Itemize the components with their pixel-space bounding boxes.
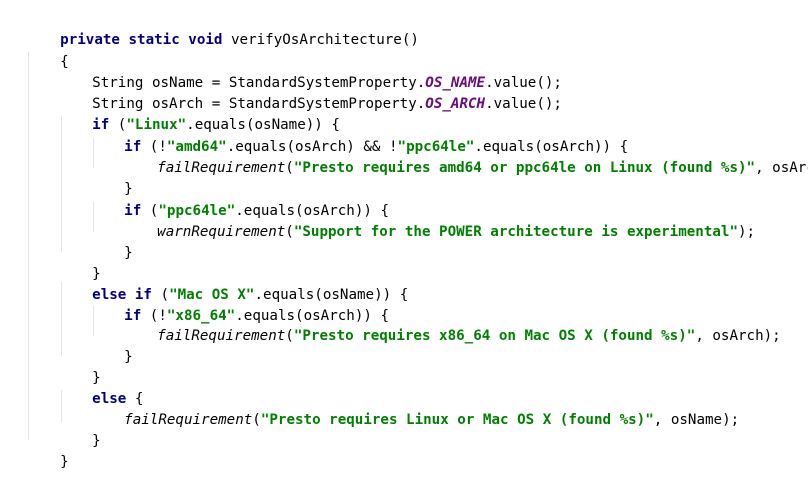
code-token: .equals(osArch)) {	[235, 308, 389, 324]
keyword-token: private static void	[60, 32, 223, 48]
string-token: "Presto requires x86_64 on Mac OS X (fou…	[293, 328, 696, 344]
method-call-token: failRequirement	[157, 328, 286, 344]
string-token: "ppc64le"	[397, 139, 475, 155]
brace-token: {	[60, 54, 69, 70]
constant-token: OS_NAME	[425, 75, 486, 91]
code-line-else[interactable]: else {	[58, 368, 143, 407]
string-token: "Presto requires Linux or Mac OS X (foun…	[260, 412, 654, 428]
code-token: .value();	[485, 75, 562, 91]
brace-token: }	[92, 370, 101, 386]
brace-token: }	[60, 454, 69, 470]
code-token: (!	[141, 308, 167, 324]
string-token: "Mac OS X"	[169, 287, 255, 303]
code-line-warn-power[interactable]: warnRequirement("Support for the POWER a…	[123, 201, 755, 240]
code-token: (	[151, 287, 170, 303]
brace-token: }	[124, 181, 133, 197]
brace-token: }	[124, 245, 133, 261]
code-line-close-brace[interactable]: }	[90, 326, 133, 365]
method-name-token: verifyOsArchitecture()	[222, 32, 419, 48]
keyword-token: if	[124, 308, 142, 324]
string-token: "x86_64"	[166, 308, 236, 324]
code-line-if-ppc64le[interactable]: if ("ppc64le".equals(osArch)) {	[90, 180, 389, 219]
method-call-token: failRequirement	[157, 160, 286, 176]
code-line-osname-decl[interactable]: String osName = StandardSystemProperty.O…	[58, 52, 562, 91]
code-token: (!	[141, 139, 167, 155]
code-token: .equals(osArch)) {	[474, 139, 629, 155]
code-token: (	[109, 117, 127, 133]
code-token: String osName = StandardSystemProperty.	[92, 75, 426, 91]
code-token: .equals(osName)) {	[186, 117, 340, 133]
code-line-close-brace[interactable]: }	[90, 222, 133, 261]
code-editor[interactable]: private static void verifyOsArchitecture…	[0, 0, 808, 470]
keyword-token: if	[124, 139, 142, 155]
code-line-method-signature[interactable]: private static void verifyOsArchitecture…	[26, 9, 419, 48]
code-line-if-linux[interactable]: if ("Linux".equals(osName)) {	[58, 94, 340, 133]
indent-guide	[61, 116, 62, 252]
string-token: "ppc64le"	[158, 203, 236, 219]
indent-guide	[61, 282, 62, 356]
method-call-token: warnRequirement	[157, 224, 286, 240]
code-line-else-if-mac[interactable]: else if ("Mac OS X".equals(osName)) {	[58, 264, 408, 303]
indent-guide	[61, 390, 62, 422]
constant-token: OS_ARCH	[425, 96, 486, 112]
string-token: "amd64"	[166, 139, 227, 155]
indent-guide	[93, 138, 94, 168]
brace-token: }	[92, 433, 101, 449]
code-token: (	[252, 412, 261, 428]
code-token: (	[285, 224, 294, 240]
code-token: .equals(osArch)) {	[235, 203, 389, 219]
code-token: {	[126, 391, 144, 407]
brace-token: }	[92, 266, 101, 282]
code-token: (	[285, 160, 294, 176]
code-line-open-brace[interactable]: {	[26, 31, 69, 70]
brace-token: }	[124, 349, 133, 365]
indent-guide	[93, 202, 94, 232]
code-line-if-x86[interactable]: if (!"x86_64".equals(osArch)) {	[90, 285, 389, 324]
indent-guide	[28, 52, 29, 440]
code-token: );	[738, 224, 756, 240]
code-token: , osArch);	[695, 328, 781, 344]
code-token: , osArch);	[755, 160, 808, 176]
code-line-close-brace[interactable]: }	[58, 243, 101, 282]
code-token: .equals(osName)) {	[254, 287, 409, 303]
code-line-close-brace[interactable]: }	[58, 347, 101, 386]
code-token: .value();	[485, 96, 562, 112]
code-line-osarch-decl[interactable]: String osArch = StandardSystemProperty.O…	[58, 73, 562, 112]
code-line-close-brace[interactable]: }	[90, 158, 133, 197]
code-line-close-brace[interactable]: }	[58, 410, 101, 449]
code-token: (	[285, 328, 294, 344]
code-line-fail-other[interactable]: failRequirement("Presto requires Linux o…	[90, 389, 739, 428]
keyword-token: else if	[92, 287, 152, 303]
keyword-token: if	[124, 203, 142, 219]
code-line-close-brace[interactable]: }	[26, 431, 69, 470]
code-line-if-amd64[interactable]: if (!"amd64".equals(osArch) && !"ppc64le…	[90, 116, 628, 155]
code-token: String osArch = StandardSystemProperty.	[92, 96, 426, 112]
code-token: , osName);	[653, 412, 740, 428]
code-token: .equals(osArch) && !	[226, 139, 398, 155]
string-token: "Linux"	[126, 117, 187, 133]
code-line-fail-linux[interactable]: failRequirement("Presto requires amd64 o…	[123, 137, 808, 176]
indent-guide	[93, 306, 94, 336]
string-token: "Presto requires amd64 or ppc64le on Lin…	[293, 160, 756, 176]
string-token: "Support for the POWER architecture is e…	[293, 224, 739, 240]
method-call-token: failRequirement	[124, 412, 253, 428]
keyword-token: else	[92, 391, 127, 407]
keyword-token: if	[92, 117, 110, 133]
code-token: (	[141, 203, 159, 219]
code-line-fail-mac[interactable]: failRequirement("Presto requires x86_64 …	[123, 305, 781, 344]
